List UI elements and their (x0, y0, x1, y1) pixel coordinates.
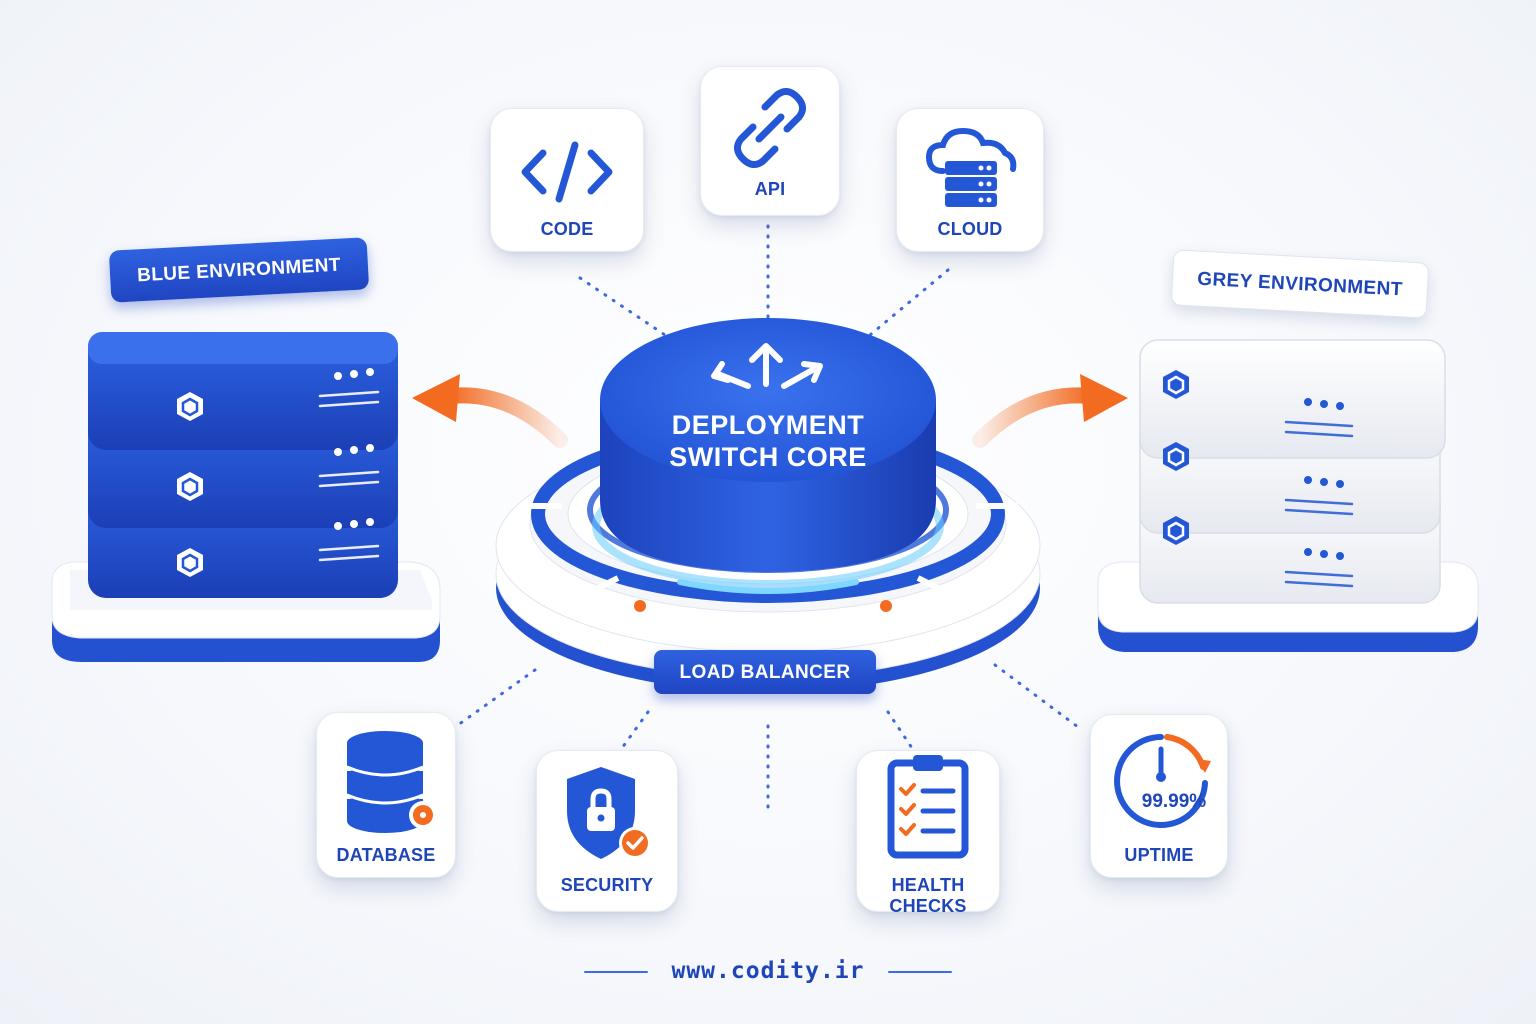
deployment-switch-core (495, 318, 1041, 692)
footer-url[interactable]: www.codity.ir (671, 958, 865, 984)
uptime-label: UPTIME (1124, 845, 1194, 865)
code-card: CODE (490, 108, 644, 252)
clipboard-checklist-icon (887, 755, 969, 859)
security-card: SECURITY (536, 750, 678, 912)
uptime-value: 99.99% (1141, 791, 1207, 812)
database-label: DATABASE (336, 845, 436, 865)
code-icon (521, 141, 613, 203)
health-checks-label: HEALTH CHECKS (889, 875, 967, 916)
cloud-server-icon (925, 127, 1017, 207)
gauge-icon (1114, 734, 1211, 828)
core-title-line1: DEPLOYMENT (671, 410, 865, 440)
code-label: CODE (540, 219, 594, 239)
shield-lock-icon (567, 767, 651, 859)
grey-environment-server-stack (1097, 339, 1479, 652)
health-checks-card: HEALTH CHECKS (856, 750, 1000, 916)
load-balancer-badge: LOAD BALANCER (654, 650, 876, 694)
switch-to-blue-arrow-icon (412, 374, 568, 448)
footer-line-left (584, 971, 648, 973)
core-title-line2: SWITCH CORE (669, 442, 867, 472)
api-label: API (754, 179, 786, 199)
database-card: DATABASE (316, 712, 456, 878)
link-icon (734, 88, 806, 168)
grey-environment-label: GREY ENVIRONMENT (1170, 249, 1430, 319)
uptime-card: 99.99% UPTIME (1090, 714, 1228, 878)
database-icon (346, 731, 437, 833)
switch-to-grey-arrow-icon (972, 374, 1128, 448)
cloud-card: CLOUD (896, 108, 1044, 252)
security-label: SECURITY (560, 875, 654, 895)
api-card: API (700, 66, 840, 216)
footer-line-right (888, 971, 952, 973)
blue-environment-server-stack (51, 332, 441, 662)
cloud-label: CLOUD (937, 219, 1003, 239)
